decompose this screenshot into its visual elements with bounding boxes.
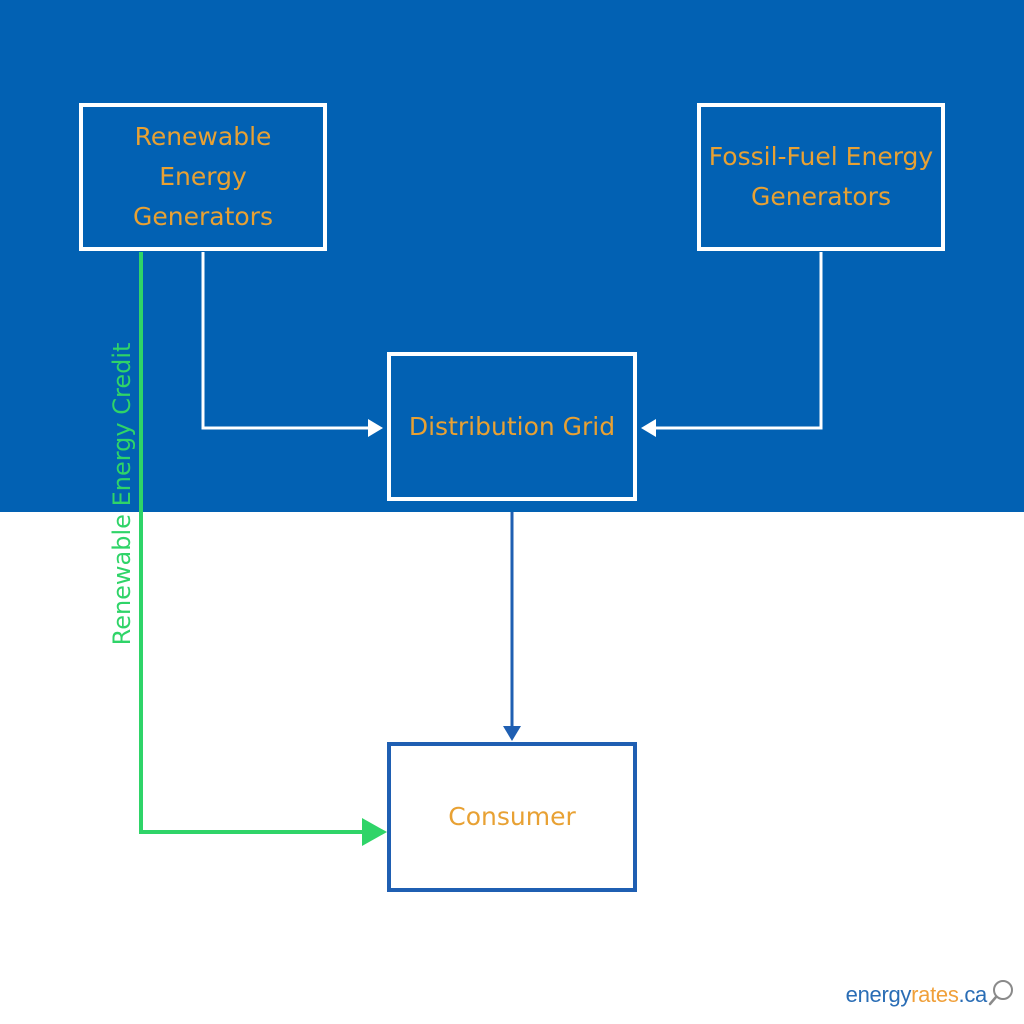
magnifier-icon — [988, 978, 1016, 1012]
node-renewable-energy-generators: Renewable Energy Generators — [79, 103, 327, 251]
node-label-renewable: Renewable Energy Generators — [133, 122, 273, 231]
node-consumer: Consumer — [387, 742, 637, 892]
node-label-grid: Distribution Grid — [408, 411, 616, 441]
arrowhead-grid-to-consumer — [503, 726, 521, 741]
node-distribution-grid: Distribution Grid — [387, 352, 637, 501]
brand-energy-text: energy — [845, 982, 912, 1007]
arrowhead-credit-to-consumer — [362, 818, 387, 846]
brand-rates-text: rates — [911, 982, 959, 1007]
node-label-consumer: Consumer — [448, 802, 576, 831]
node-label-fossil: Fossil-Fuel Energy Generators — [708, 142, 934, 211]
renewable-energy-credit-label: Renewable Energy Credit — [108, 342, 136, 646]
brand-ca-text: .ca — [958, 982, 988, 1007]
node-fossil-fuel-energy-generators: Fossil-Fuel Energy Generators — [697, 103, 945, 251]
